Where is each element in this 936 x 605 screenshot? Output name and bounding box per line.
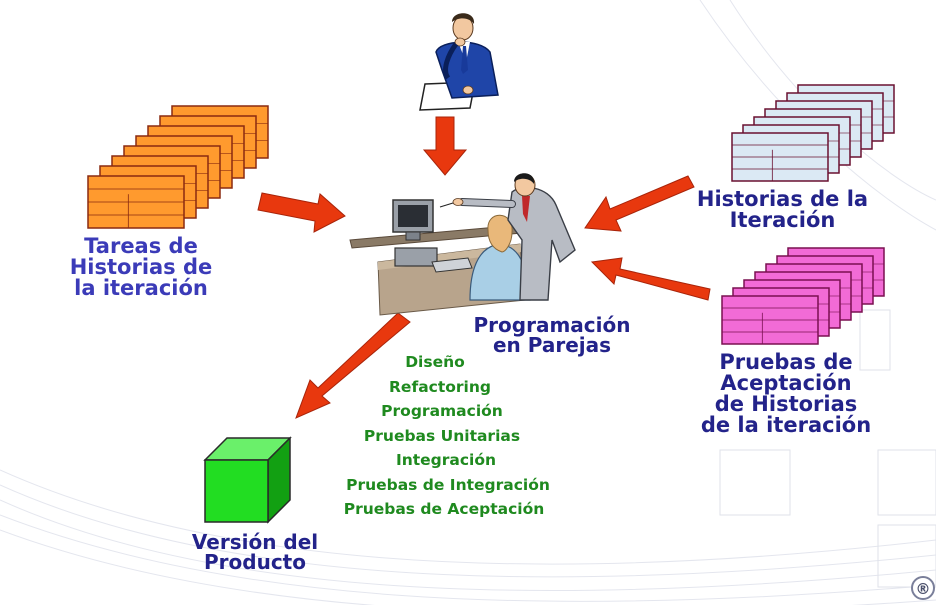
manager-figure	[419, 13, 499, 111]
label-pruebas-line-2: Aceptación	[720, 371, 852, 395]
activity-item: Refactoring	[389, 377, 491, 396]
activity-item: Pruebas de Aceptación	[343, 500, 545, 518]
arrow-historias-to-pair	[584, 175, 695, 232]
label-pruebas-line-1: Pruebas de	[719, 350, 853, 374]
arrow-manager-to-pair	[422, 116, 468, 176]
label-historias: Historias de la Iteración	[690, 189, 875, 231]
label-historias-line-2: Iteración	[729, 208, 836, 232]
trademark-symbol: ®	[911, 576, 935, 600]
label-programacion-line-1: Programación	[473, 313, 631, 337]
activity-item: Diseño	[405, 353, 465, 371]
task-cards-stack	[87, 105, 269, 229]
label-version: Versión del Producto	[170, 532, 340, 572]
label-pruebas-line-3: de Historias	[714, 392, 858, 416]
arrow-pruebas-to-pair	[590, 257, 711, 301]
label-programacion: Programación en Parejas	[462, 315, 642, 355]
arrow-pair-to-version	[295, 312, 411, 419]
label-tareas: Tareas de Historias de la iteración	[55, 236, 227, 299]
activity-item: Pruebas de Integración	[346, 475, 550, 494]
label-tareas-line-1: Tareas de	[84, 234, 198, 258]
label-pruebas-line-4: de la iteración	[700, 413, 872, 437]
label-version-line-1: Versión del	[191, 530, 319, 554]
stack-card	[87, 175, 185, 229]
trademark-glyph: ®	[916, 580, 931, 598]
label-programacion-line-2: en Parejas	[492, 333, 612, 357]
activity-item: Programación	[381, 402, 503, 420]
activities-list: Diseño Refactoring Programación Pruebas …	[318, 350, 578, 522]
product-version-cube	[203, 436, 292, 524]
story-cards-stack	[731, 84, 895, 182]
activity-item: Pruebas Unitarias	[363, 426, 521, 445]
label-tareas-line-3: la iteración	[74, 276, 208, 300]
pair-programming-illustration	[349, 173, 576, 316]
label-version-line-2: Producto	[204, 550, 306, 574]
acceptance-tests-stack	[721, 247, 885, 345]
activity-item: Integración	[395, 451, 497, 469]
stack-card	[721, 295, 819, 345]
background-boxes	[719, 309, 936, 588]
label-pruebas: Pruebas de Aceptación de Historias de la…	[690, 352, 882, 436]
arrow-tareas-to-pair	[257, 192, 346, 233]
stack-card	[731, 132, 829, 182]
label-historias-line-1: Historias de la	[696, 187, 869, 211]
label-tareas-line-2: Historias de	[69, 255, 213, 279]
